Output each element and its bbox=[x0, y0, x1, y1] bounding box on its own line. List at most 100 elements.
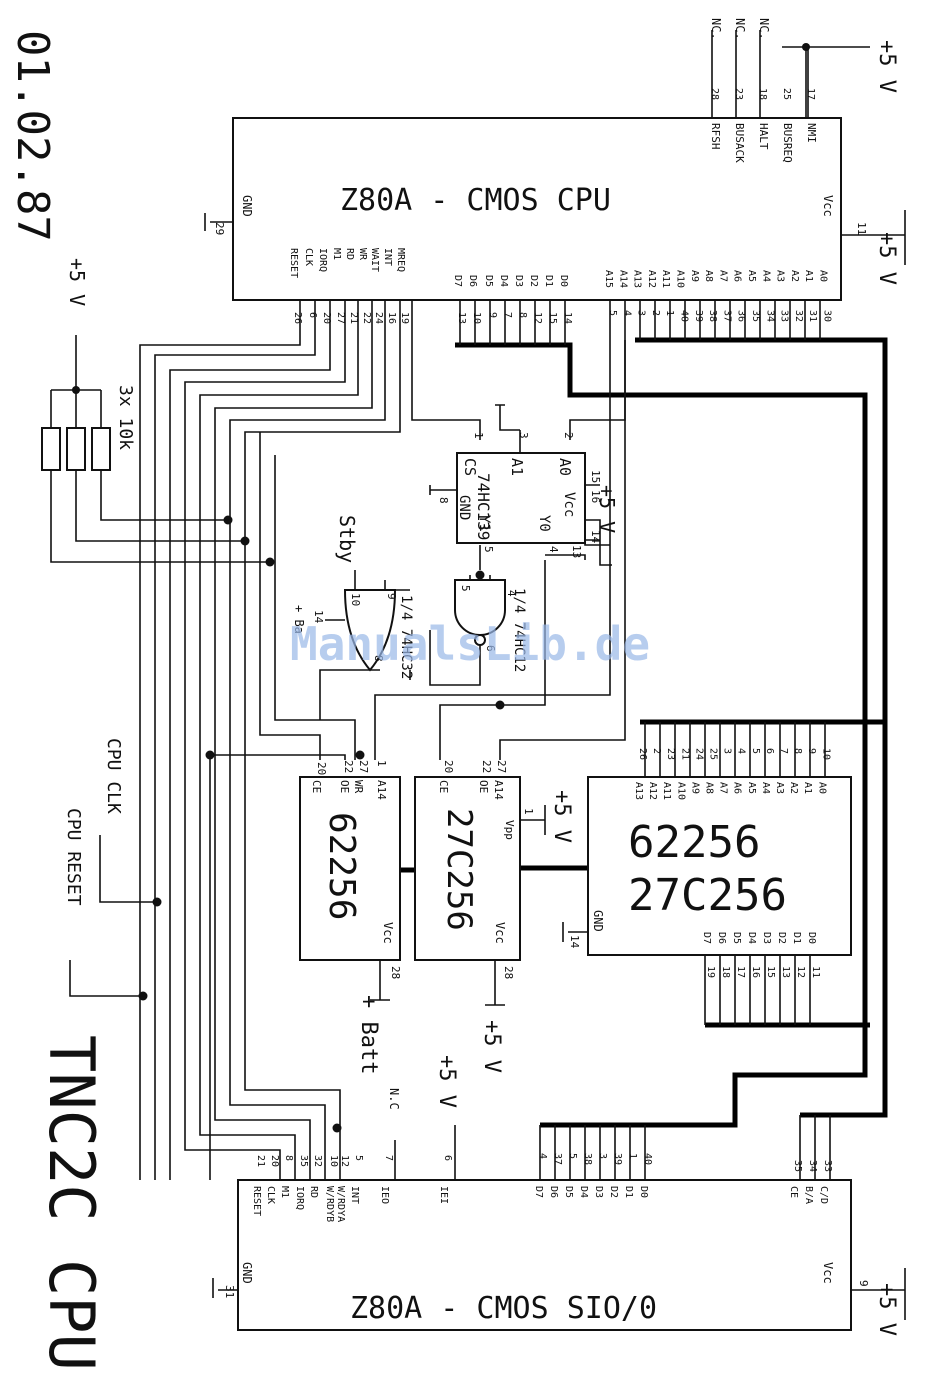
mem-addr-pin: 25 bbox=[708, 748, 719, 760]
cpu-control-labels: RESET26CLK6IORQ20M127RD21WR22WAIT24INT16… bbox=[288, 248, 410, 324]
resistor-label: 3x 10k bbox=[115, 385, 136, 450]
sio-supply: +5 V bbox=[874, 1283, 899, 1336]
pullup-resistors: 3x 10k +5 V bbox=[41, 258, 270, 563]
decoder-a1: A1 bbox=[508, 458, 526, 476]
mem-data-label-d6: D6 bbox=[716, 932, 727, 944]
mem-addr-label-a12: A12 bbox=[647, 782, 658, 800]
decoder-pin-3: 3 bbox=[517, 432, 530, 439]
decoder-name: 74HC139 bbox=[474, 473, 493, 540]
mem-data-pin: 18 bbox=[720, 966, 731, 978]
decoder-gnd: GND bbox=[456, 495, 472, 520]
gate2-label: 1/4 74HC12 bbox=[511, 588, 527, 672]
ram-pin-20: 20 bbox=[315, 762, 328, 775]
cpu-data-pin: 7 bbox=[502, 312, 513, 318]
cpu-data-pin: 8 bbox=[517, 312, 528, 318]
mem-data-pin: 12 bbox=[795, 966, 806, 978]
decoder-pin-1: 1 bbox=[472, 432, 485, 439]
gate2-pin-5: 5 bbox=[459, 585, 472, 592]
mem-addr-label-a2: A2 bbox=[788, 782, 799, 794]
cpu-data-label-d6: D6 bbox=[467, 275, 478, 287]
cpu-ctrl-label-wait: WAIT bbox=[369, 248, 380, 272]
decoder-pin-8: 8 bbox=[437, 497, 450, 504]
rom-body bbox=[414, 776, 521, 961]
rom-label-a14: A14 bbox=[492, 780, 505, 800]
sio-iei-supply: +5 V bbox=[434, 1055, 459, 1108]
ram-62256: 62256 Vcc 28 CE OE WR A14 20 22 27 1 + B… bbox=[299, 760, 402, 1074]
cpu-ctrl-label-rd: RD bbox=[344, 248, 355, 260]
sio-sel-label-cd: C/D bbox=[818, 1186, 829, 1204]
cpu-ctrl-label-int: INT bbox=[382, 248, 393, 266]
cpu-addr-pin: 39 bbox=[693, 310, 704, 322]
cpu-reset-label: CPU RESET bbox=[63, 808, 84, 906]
ram-label-a14: A14 bbox=[375, 780, 388, 800]
cpu-data-label-d3: D3 bbox=[513, 275, 524, 287]
mem-data-label-d0: D0 bbox=[806, 932, 817, 944]
mem-data-pin: 15 bbox=[765, 966, 776, 978]
decoder-74hc139: 74HC139 A0 A1 CS GND Vcc Y0 Y1 1 2 3 15 … bbox=[429, 404, 619, 566]
rom-pin-20: 20 bbox=[442, 760, 455, 773]
date-label: 01.02.87 bbox=[7, 30, 58, 242]
cpu-addr-label-a8: A8 bbox=[703, 270, 714, 282]
sio-sel-pin: 34 bbox=[807, 1160, 818, 1172]
cpu-addr-pin: 5 bbox=[607, 310, 618, 316]
gate-74hc32: 1/4 74HC32 10 9 14 8 + Ba bbox=[292, 570, 414, 679]
ram-name: 62256 bbox=[321, 812, 362, 920]
decoder-vcc: Vcc bbox=[561, 492, 577, 517]
cpu-top-label-busreq: BUSREQ bbox=[781, 123, 794, 163]
decoder-a0: A0 bbox=[556, 458, 574, 476]
ram-label-oe: OE bbox=[338, 780, 351, 793]
sio-ctrl-label-ieo: IEO bbox=[379, 1186, 390, 1204]
cpu-ctrl-label-clk: CLK bbox=[303, 248, 314, 266]
sio-data-label-d7: D7 bbox=[533, 1186, 544, 1198]
cpu-addr-pin: 34 bbox=[764, 310, 775, 322]
cpu-addr-pin: 36 bbox=[736, 310, 747, 322]
rom-label-ce: CE bbox=[437, 780, 450, 793]
z80-sio: Z80A - CMOS SIO/0 GND 31 Vcc 9 +5 V N.C … bbox=[212, 1055, 906, 1336]
sio-sel-label-ce: CE bbox=[788, 1186, 799, 1198]
cpu-top-pin-28: 28 bbox=[709, 88, 720, 100]
mem-addr-label-a9: A9 bbox=[689, 782, 700, 794]
sio-ctrl-pin: 32 bbox=[312, 1155, 323, 1167]
sio-ctrl-pin: 10 bbox=[328, 1155, 339, 1167]
cpu-addr-label-a2: A2 bbox=[789, 270, 800, 282]
mem-addr-label-a4: A4 bbox=[760, 782, 771, 794]
mem-gnd-pin: 14 bbox=[568, 935, 581, 949]
sio-gnd: GND bbox=[240, 1262, 254, 1284]
mem-addr-label-a1: A1 bbox=[802, 782, 813, 794]
sio-ctrl-label-clk: CLK bbox=[265, 1186, 276, 1204]
cpu-addr-label-a3: A3 bbox=[775, 270, 786, 282]
ram-body bbox=[299, 776, 401, 961]
sio-name: Z80A - CMOS SIO/0 bbox=[350, 1291, 657, 1326]
sio-data-pin: 40 bbox=[642, 1153, 653, 1165]
cpu-data-label-d1: D1 bbox=[543, 275, 554, 287]
decoder-pin-5: 5 bbox=[482, 546, 495, 553]
cpu-name: Z80A - CMOS CPU bbox=[340, 183, 611, 218]
mem-name-1: 62256 bbox=[628, 817, 760, 868]
cpu-data-pin: 13 bbox=[456, 312, 467, 324]
cpu-addr-label-a9: A9 bbox=[689, 270, 700, 282]
ram-pin-1: 1 bbox=[375, 760, 388, 767]
cpu-addr-pin: 35 bbox=[750, 310, 761, 322]
ram-batt: + Batt bbox=[356, 995, 381, 1074]
cpu-addr-label-a12: A12 bbox=[646, 270, 657, 288]
cpu-ctrl-pin: 6 bbox=[307, 312, 318, 318]
cpu-ctrl-label-iorq: IORQ bbox=[317, 248, 328, 272]
cpu-vcc-pin: 11 bbox=[855, 222, 868, 235]
cpu-data-pin: 14 bbox=[562, 312, 573, 324]
cpu-ctrl-label-wr: WR bbox=[357, 248, 368, 261]
resistor-2 bbox=[66, 427, 86, 471]
sio-sel-pin: 35 bbox=[792, 1160, 803, 1172]
cpu-vcc-supply: +5 V bbox=[874, 232, 899, 285]
cpu-data-label-d7: D7 bbox=[452, 275, 463, 287]
decoder-supply: +5 V bbox=[595, 485, 619, 533]
mem-data-pin: 11 bbox=[810, 966, 821, 978]
cpu-addr-label-a4: A4 bbox=[760, 270, 771, 282]
cpu-supply-top: +5 V bbox=[874, 40, 899, 93]
mem-data-pin: 16 bbox=[750, 966, 761, 978]
sio-data-label-d5: D5 bbox=[563, 1186, 574, 1198]
cpu-ctrl-pin: 26 bbox=[292, 312, 303, 324]
cpu-body bbox=[232, 117, 842, 301]
mem-data-label-d2: D2 bbox=[776, 932, 787, 944]
